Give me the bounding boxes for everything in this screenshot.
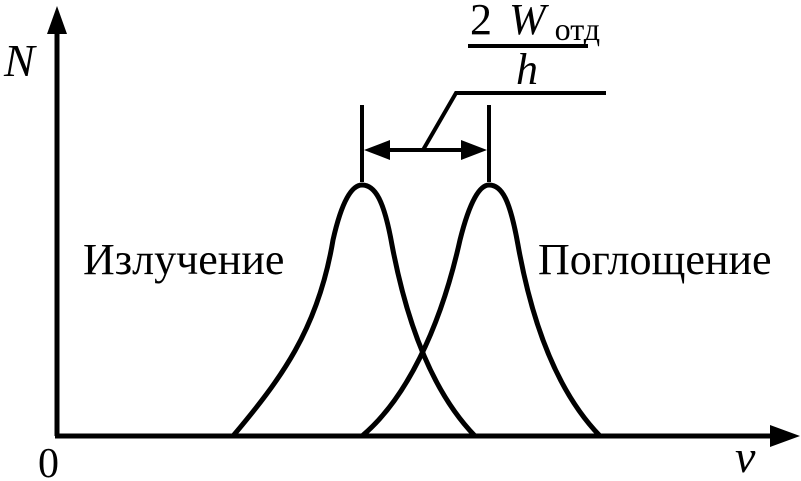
- dimension-arrowhead-left: [364, 140, 390, 160]
- dimension-arrowhead-right: [461, 140, 487, 160]
- absorption-curve: [359, 182, 603, 439]
- emission-label: Излучение: [83, 235, 284, 284]
- absorption-label: Поглощение: [538, 235, 772, 284]
- y-axis-label: N: [3, 35, 37, 86]
- axes: [54, 32, 778, 439]
- separation-dimension: [360, 91, 606, 182]
- formula-variable: W: [509, 0, 549, 44]
- origin-label: 0: [38, 441, 59, 481]
- y-axis-arrowhead: [47, 6, 67, 34]
- formula-coefficient: 2: [470, 0, 492, 44]
- formula-subscript: отд: [555, 11, 600, 47]
- x-axis-arrowhead: [770, 425, 800, 447]
- formula-numerator: 2 W отд: [470, 0, 600, 47]
- leader-line: [421, 91, 606, 152]
- x-axis-label: ν: [735, 431, 756, 481]
- formula-denominator: h: [516, 45, 538, 94]
- separation-formula: 2 W отд h: [468, 0, 600, 94]
